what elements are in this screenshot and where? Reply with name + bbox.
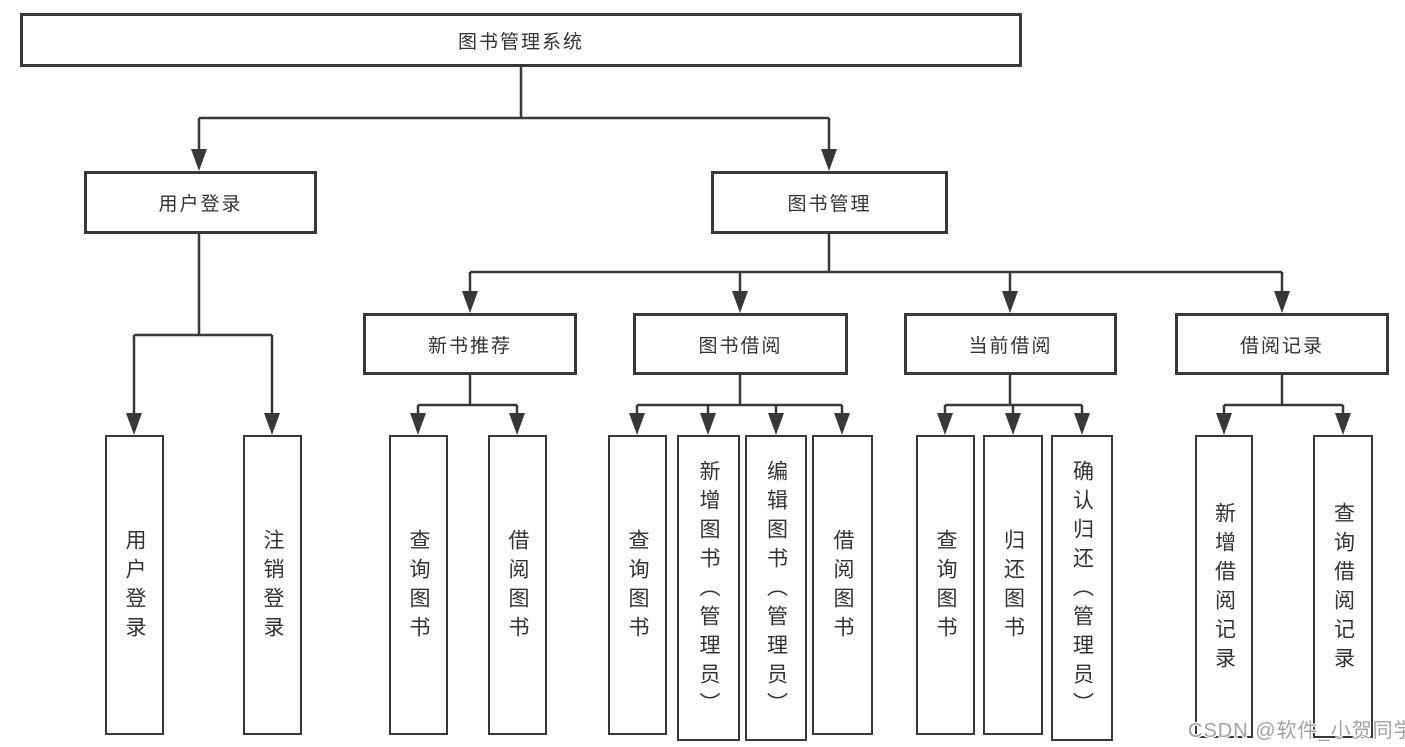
- connector-mgmt-to-level3: [468, 234, 1284, 292]
- node-leaf-query-books-current: 查询图书: [916, 435, 975, 735]
- connector-login-to-leaves: [132, 234, 274, 414]
- node-leaf-borrow-books: 借阅图书: [812, 435, 873, 735]
- csdn-watermark: CSDN @软件_小贺同学: [1188, 720, 1405, 742]
- node-leaf-edit-books-admin: 编辑图书（管理员）: [745, 435, 807, 741]
- node-leaf-return-books: 归还图书: [983, 435, 1043, 735]
- node-book-management: 图书管理: [711, 171, 948, 234]
- node-leaf-query-borrow-record: 查询借阅记录: [1313, 435, 1373, 738]
- node-leaf-query-books-borrowing: 查询图书: [608, 435, 667, 735]
- connector-newbook-to-leaves: [416, 375, 519, 414]
- node-leaf-confirm-return-admin: 确认归还（管理员）: [1051, 435, 1113, 741]
- node-leaf-borrow-books-recommend: 借阅图书: [488, 435, 547, 735]
- node-current-borrowing: 当前借阅: [904, 313, 1117, 375]
- node-library-management-system: 图书管理系统: [20, 13, 1022, 67]
- connector-current-to-leaves: [943, 375, 1084, 414]
- node-leaf-user-login: 用户登录: [105, 435, 164, 735]
- node-new-book-recommendation: 新书推荐: [363, 313, 577, 375]
- node-book-borrowing: 图书借阅: [633, 313, 848, 375]
- node-leaf-add-books-admin: 新增图书（管理员）: [677, 435, 740, 741]
- node-leaf-add-borrow-record: 新增借阅记录: [1195, 435, 1253, 738]
- node-user-login-group: 用户登录: [84, 171, 317, 234]
- connector-borrow-to-leaves: [635, 375, 844, 414]
- node-leaf-logout: 注销登录: [243, 435, 302, 735]
- connector-records-to-leaves: [1222, 375, 1345, 414]
- node-leaf-query-books-recommend: 查询图书: [389, 435, 448, 735]
- connector-root-to-level2: [197, 67, 831, 150]
- node-borrowing-records: 借阅记录: [1175, 313, 1389, 375]
